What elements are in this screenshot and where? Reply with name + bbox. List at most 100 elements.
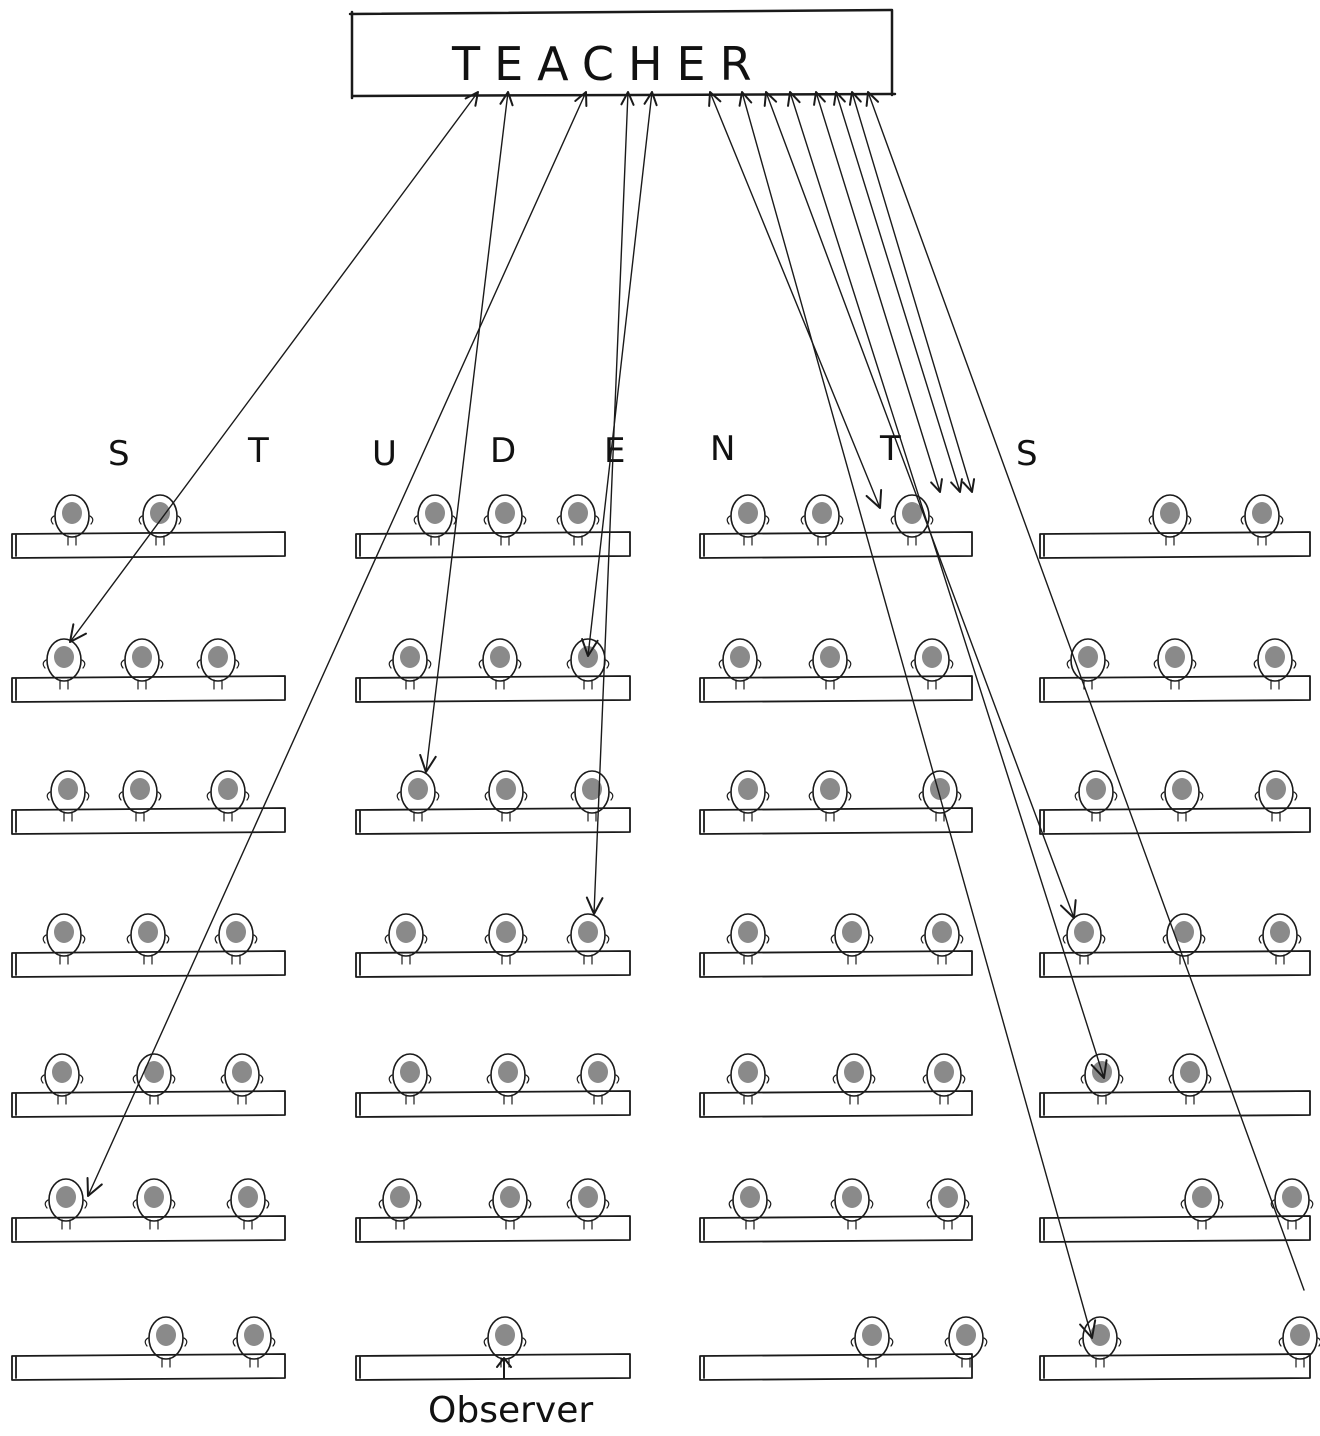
student-head	[832, 1053, 876, 1105]
desk	[11, 531, 286, 559]
arrowhead-icon	[865, 91, 880, 107]
arrowhead-icon	[930, 478, 943, 493]
desk	[355, 1215, 631, 1243]
student-head	[910, 638, 954, 690]
student-head	[1240, 494, 1284, 546]
student-head	[926, 1178, 970, 1230]
student-head	[944, 1316, 988, 1368]
desk	[1039, 675, 1311, 703]
students-heading: S T U D E N T S	[108, 429, 1038, 474]
student-head	[808, 770, 852, 822]
student-head	[138, 494, 182, 546]
student-head	[220, 1053, 264, 1105]
arrowhead-icon	[1060, 899, 1077, 919]
student-head	[830, 1178, 874, 1230]
desk	[699, 807, 973, 835]
desk	[699, 1215, 973, 1243]
arrowhead-icon	[763, 91, 778, 107]
student-head	[214, 913, 258, 965]
student-head	[1278, 1316, 1320, 1368]
student-head	[232, 1316, 276, 1368]
student-heads	[40, 494, 1320, 1368]
interaction-arrow	[763, 91, 1077, 919]
interaction-arrow	[69, 91, 479, 643]
students-letter-4: D	[490, 431, 516, 471]
desk	[699, 1090, 973, 1118]
arrowhead-icon	[464, 91, 479, 107]
arrowhead-icon	[69, 623, 87, 643]
students-letter-2: T	[247, 431, 269, 471]
students-letter-1: S	[108, 434, 130, 474]
student-head	[384, 913, 428, 965]
arrowhead-icon	[833, 91, 846, 106]
student-head	[46, 770, 90, 822]
student-head	[488, 1178, 532, 1230]
interaction-arrow	[738, 91, 1097, 1339]
arrowhead-icon	[585, 896, 604, 915]
student-head	[830, 913, 874, 965]
desk	[355, 675, 631, 703]
desk	[1039, 950, 1311, 978]
student-head	[850, 1316, 894, 1368]
student-head	[1160, 770, 1204, 822]
desk	[355, 950, 631, 978]
student-head	[42, 638, 86, 690]
student-head	[50, 494, 94, 546]
desk	[11, 807, 286, 835]
arrowhead-icon	[86, 1177, 103, 1197]
student-head	[566, 913, 610, 965]
interaction-arrow	[419, 91, 514, 773]
desk	[355, 1090, 631, 1118]
interaction-arrow	[865, 91, 1305, 1291]
student-head	[132, 1053, 176, 1105]
desk	[355, 807, 631, 835]
student-head	[566, 638, 610, 690]
desk	[11, 1215, 286, 1243]
student-head	[556, 494, 600, 546]
student-head	[726, 494, 770, 546]
students-letter-6: N	[710, 429, 735, 469]
desk	[11, 1090, 286, 1118]
desk	[699, 531, 973, 559]
student-head	[378, 1178, 422, 1230]
student-head	[1270, 1178, 1314, 1230]
students-letter-3: U	[372, 434, 397, 474]
desk-rows	[11, 531, 1311, 1381]
observer-arrow-icon	[496, 1357, 512, 1379]
student-head	[132, 1178, 176, 1230]
student-head	[890, 494, 934, 546]
desk	[1039, 531, 1311, 559]
student-head	[1168, 1053, 1212, 1105]
teacher-label: TEACHER	[451, 37, 766, 91]
interaction-arrows	[69, 91, 1305, 1339]
student-head	[484, 913, 528, 965]
arrowhead-icon	[787, 91, 801, 107]
interaction-arrow	[708, 91, 883, 509]
arrowhead-icon	[950, 478, 963, 493]
student-head	[126, 913, 170, 965]
desk	[699, 675, 973, 703]
interaction-arrow	[585, 91, 635, 915]
student-head	[413, 494, 457, 546]
student-head	[1180, 1178, 1224, 1230]
desk	[355, 531, 631, 559]
arrowhead-icon	[1079, 1319, 1097, 1339]
student-head	[388, 638, 432, 690]
student-head	[1078, 1316, 1122, 1368]
arrowhead-icon	[708, 91, 722, 107]
student-head	[800, 494, 844, 546]
observer-label: Observer	[428, 1390, 593, 1431]
student-head	[206, 770, 250, 822]
student-head	[1148, 494, 1192, 546]
interaction-arrow	[787, 91, 1108, 1079]
student-head	[1080, 1053, 1124, 1105]
student-head	[918, 770, 962, 822]
student-head	[478, 638, 522, 690]
student-head	[726, 1053, 770, 1105]
interaction-arrow	[581, 91, 658, 657]
student-head	[726, 770, 770, 822]
student-head	[120, 638, 164, 690]
desk	[699, 950, 973, 978]
student-head	[576, 1053, 620, 1105]
